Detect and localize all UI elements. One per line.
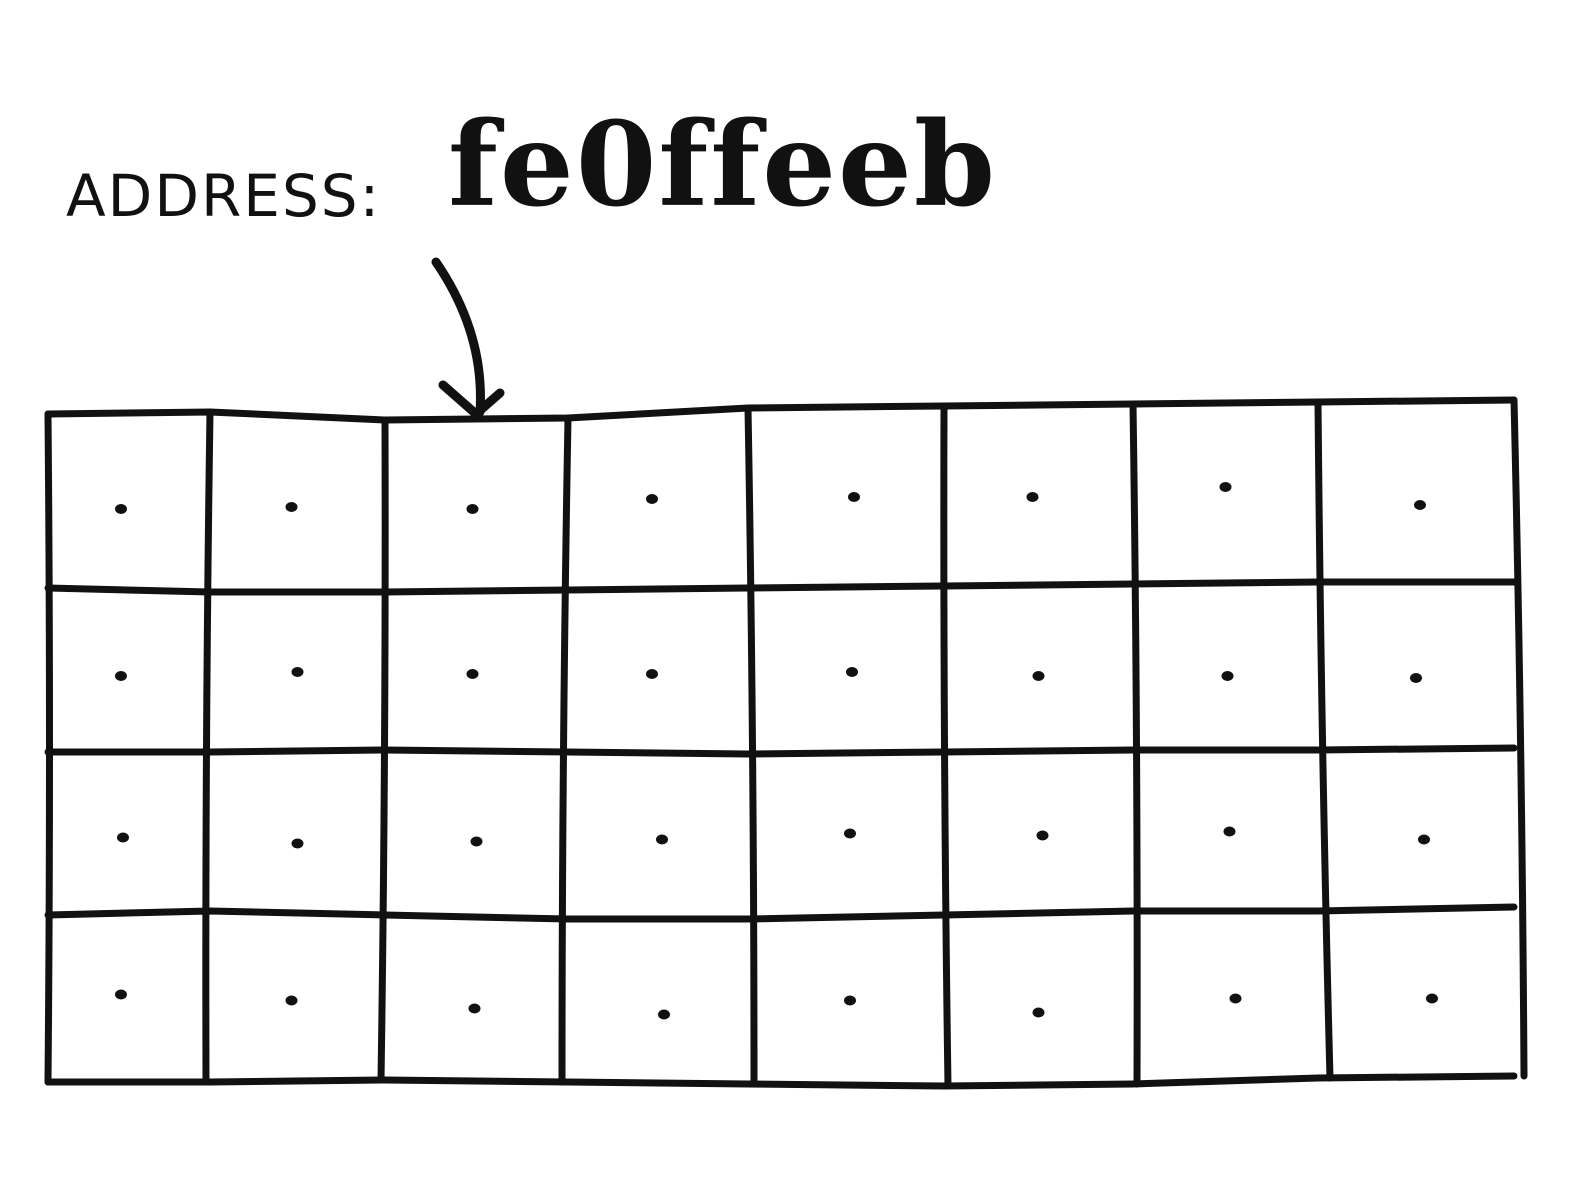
memory-byte-cell <box>468 1003 481 1014</box>
pointer-arrow <box>431 257 505 419</box>
memory-byte-cell <box>1032 671 1045 681</box>
grid-row-line <box>44 396 1518 424</box>
grid-column-line <box>1314 398 1334 1082</box>
memory-byte-cell <box>656 834 668 845</box>
memory-byte-cell <box>1418 834 1430 845</box>
byte-dot <box>468 1003 481 1014</box>
memory-byte-cell <box>1223 826 1236 837</box>
byte-dot <box>1219 482 1232 492</box>
byte-dot <box>466 504 479 514</box>
memory-byte-cell <box>848 492 860 502</box>
byte-dot <box>1032 671 1045 681</box>
memory-byte-cell <box>115 989 127 1000</box>
byte-dot <box>646 669 658 679</box>
byte-dot <box>848 492 860 502</box>
byte-dot <box>1410 673 1422 683</box>
byte-dot <box>658 1009 670 1020</box>
grid-column-line <box>202 408 214 1086</box>
memory-byte-cell <box>470 836 483 847</box>
memory-byte-cell <box>1221 671 1234 681</box>
address-value-label: fe0ffeeb <box>448 97 997 233</box>
memory-byte-cell <box>1426 993 1438 1004</box>
memory-byte-cell <box>117 832 129 843</box>
grid-row-line <box>44 744 1518 758</box>
memory-byte-cell <box>466 504 479 514</box>
byte-dot <box>646 494 658 504</box>
grid-column-line <box>1510 396 1528 1080</box>
grid-column-line <box>1129 400 1141 1088</box>
byte-dot <box>1036 830 1049 841</box>
byte-dot <box>115 504 127 514</box>
memory-grid <box>44 396 1528 1090</box>
byte-dot <box>1418 834 1430 845</box>
byte-dot <box>291 838 304 849</box>
byte-dot <box>285 995 298 1006</box>
grid-row-line <box>44 578 1518 596</box>
grid-column-line <box>377 416 389 1084</box>
byte-dot <box>470 836 483 847</box>
memory-byte-cell <box>1414 500 1426 510</box>
memory-byte-cell <box>1410 673 1422 683</box>
memory-cells <box>115 482 1438 1020</box>
byte-dot <box>115 671 127 681</box>
byte-dot <box>844 828 856 839</box>
byte-dot <box>1026 492 1039 502</box>
byte-dot <box>285 502 298 512</box>
address-prefix-label: ADDRESS: <box>66 162 381 230</box>
memory-byte-cell <box>115 671 127 681</box>
memory-byte-cell <box>646 669 658 679</box>
byte-dot <box>1229 993 1242 1004</box>
byte-dot <box>1426 993 1438 1004</box>
byte-dot <box>846 667 858 677</box>
memory-byte-cell <box>846 667 858 677</box>
byte-dot <box>1032 1007 1045 1018</box>
grid-column-line <box>744 404 758 1088</box>
byte-dot <box>115 989 127 1000</box>
memory-byte-cell <box>291 838 304 849</box>
memory-byte-cell <box>1036 830 1049 841</box>
grid-row-line <box>44 1072 1518 1090</box>
memory-byte-cell <box>1229 993 1242 1004</box>
memory-byte-cell <box>115 504 127 514</box>
memory-byte-cell <box>646 494 658 504</box>
memory-byte-cell <box>1219 482 1232 492</box>
memory-byte-cell <box>285 995 298 1006</box>
byte-dot <box>117 832 129 843</box>
memory-byte-cell <box>844 995 856 1006</box>
grid-column-line <box>558 414 572 1086</box>
memory-byte-cell <box>1026 492 1039 502</box>
grid-column-line <box>940 402 952 1090</box>
grid-row-line <box>44 903 1518 923</box>
byte-dot <box>1414 500 1426 510</box>
memory-byte-cell <box>1032 1007 1045 1018</box>
byte-dot <box>466 669 479 679</box>
memory-byte-cell <box>285 502 298 512</box>
grid-column-line <box>44 410 53 1086</box>
byte-dot <box>1221 671 1234 681</box>
byte-dot <box>1223 826 1236 837</box>
byte-dot <box>844 995 856 1006</box>
byte-dot <box>656 834 668 845</box>
memory-byte-cell <box>658 1009 670 1020</box>
byte-dot <box>291 667 304 677</box>
memory-byte-cell <box>844 828 856 839</box>
memory-byte-cell <box>466 669 479 679</box>
memory-byte-cell <box>291 667 304 677</box>
